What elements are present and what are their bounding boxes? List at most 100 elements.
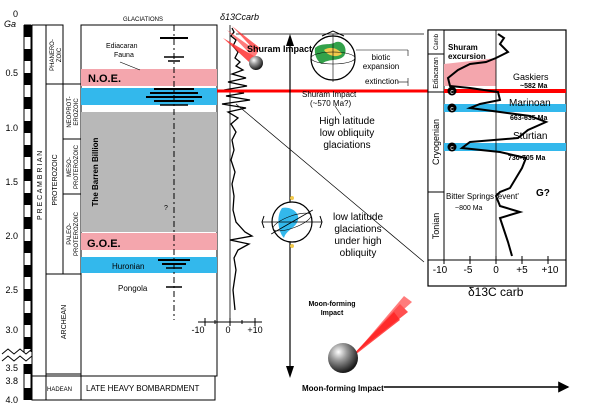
tick-label: 1.5 — [5, 177, 18, 187]
high-latitude-line: glaciations — [323, 140, 370, 151]
low-latitude-line: low latitude — [333, 212, 383, 223]
huronian-label: Huronian — [112, 262, 144, 271]
gaskiers-line — [444, 89, 566, 93]
tick-label: 3.0 — [5, 325, 18, 335]
barren-billion-label: The Barren Billion — [91, 137, 100, 206]
delta-tick: +10 — [247, 325, 262, 335]
moon-forming-line: Moon-forming — [308, 301, 355, 308]
phanerozoic-line: PHANERO- — [50, 39, 56, 71]
glaciation-marks — [146, 37, 202, 288]
neoproterozoic-line: EROZOIC — [74, 98, 80, 126]
ediacaran-fauna-line: Fauna — [114, 52, 134, 59]
delta13c-line — [221, 27, 254, 311]
shuram-excursion-area — [444, 58, 496, 86]
hadean-label: HADEAN — [47, 387, 72, 393]
shuram-excursion-line: Shuram — [448, 43, 478, 52]
inset-x-tick: 0 — [493, 265, 499, 276]
marinoan-age: 663-635 Ma — [510, 115, 547, 122]
delta-tick: 0 — [225, 325, 230, 335]
moon-forming-line: Impact — [321, 310, 344, 317]
biotic-expansion-line: expansion — [363, 62, 399, 71]
low-latitude-line: glaciations — [334, 224, 381, 235]
axis-ruler-fill — [24, 25, 31, 349]
shuram-impact-comet: Shuram Impact — [223, 26, 312, 70]
paleoproterozoic-line: PALEO- — [67, 223, 73, 245]
tick-label: 3.8 — [5, 376, 18, 386]
time-axis: Ga 0 0.5 1.0 1.5 2.0 2.5 — [1, 9, 39, 405]
shuram-impactor — [249, 56, 263, 70]
tonian-label: Tonian — [431, 213, 441, 240]
inset-x-tick: -10 — [433, 265, 448, 276]
glaciations-header: GLACIATIONS — [123, 17, 163, 23]
shuram-impact-date-line: (~570 Ma?) — [310, 99, 351, 108]
ediacaran-fauna-line: Ediacaran — [106, 43, 138, 50]
sturtian-label: Sturtian — [513, 131, 547, 142]
tick-label: 2.0 — [5, 231, 18, 241]
late-heavy-bombardment-label: LATE HEAVY BOMBARDMENT — [86, 384, 199, 393]
extinction-label: extinction — [365, 77, 399, 86]
bitter-springs-label: Bitter Springs 'event' — [446, 192, 519, 201]
moon-forming-impactor — [328, 296, 412, 373]
cambrian-label: Camb — [434, 33, 440, 50]
paleoproterozoic-label: PALEO-PROTEROZOIC — [67, 211, 80, 256]
c-badge: c — [450, 145, 454, 152]
marinoan-label: Marinoan — [509, 98, 551, 109]
moon-forming-ball — [328, 343, 358, 373]
globe-low-latitude — [261, 196, 323, 248]
axis-unit: Ga — [4, 19, 16, 29]
gaskiers-label: Gaskiers — [513, 72, 549, 82]
neoproterozoic-label: NEOPROT-EROZOIC — [67, 96, 80, 127]
shuram-impact-date: Shuram Impact(~570 Ma?) — [302, 90, 357, 108]
mesoproterozoic-line: PROTEROZOIC — [74, 144, 80, 189]
sturtian-band — [444, 143, 566, 151]
paleoproterozoic-line: PROTEROZOIC — [74, 211, 80, 256]
gaskiers-age: ~582 Ma — [520, 83, 548, 90]
archean-label: ARCHEAN — [61, 305, 68, 339]
cryogenian-label: Cryogenian — [431, 119, 441, 165]
phanerozoic-line: ZOIC — [57, 47, 63, 62]
tick-label: 3.5 — [5, 363, 18, 373]
biotic-expansion-line: biotic — [372, 53, 391, 62]
tick-label: 2.5 — [5, 285, 18, 295]
shuram-impact-date-line: Shuram Impact — [302, 90, 357, 99]
bitter-springs-age: ~800 Ma — [455, 205, 483, 212]
delta-tick: -10 — [191, 325, 204, 335]
eon-columns: P R E C A M B R I A N PHANERO-ZOIC PROTE… — [31, 24, 216, 401]
low-latitude-line: under high — [334, 236, 381, 247]
proterozoic-label: PROTEROZOIC — [52, 154, 59, 205]
marinoan-band — [444, 104, 566, 112]
noe-band — [81, 69, 217, 86]
g-question-label: G? — [536, 188, 550, 199]
c-badge: c — [450, 89, 454, 96]
shuram-excursion-line: excursion — [448, 52, 486, 61]
question-mark: ? — [164, 205, 168, 212]
tick-label: 0 — [13, 9, 18, 19]
inset-xlabel: δ13C carb — [468, 285, 524, 299]
huronian-band — [81, 257, 217, 273]
moon-forming-impact-bottom: Moon-forming Impact — [302, 384, 384, 393]
high-latitude-line: low obliquity — [320, 128, 374, 139]
pongola-label: Pongola — [118, 284, 148, 293]
shuram-impact-title: Shuram Impact — [247, 44, 312, 54]
neoproterozoic-line: NEOPROT- — [67, 96, 73, 127]
inset-x-tick: +10 — [542, 265, 559, 276]
globe-high-latitude — [310, 30, 356, 82]
low-latitude-line: obliquity — [340, 248, 377, 259]
phanerozoic-label: PHANERO-ZOIC — [50, 39, 63, 71]
inset-x-tick: -5 — [464, 265, 473, 276]
tick-label: 1.0 — [5, 123, 18, 133]
precambrian-label: P R E C A M B R I A N — [37, 151, 44, 220]
barren-billion-band — [81, 112, 217, 232]
sturtian-age: 730-705 Ma — [508, 155, 545, 162]
